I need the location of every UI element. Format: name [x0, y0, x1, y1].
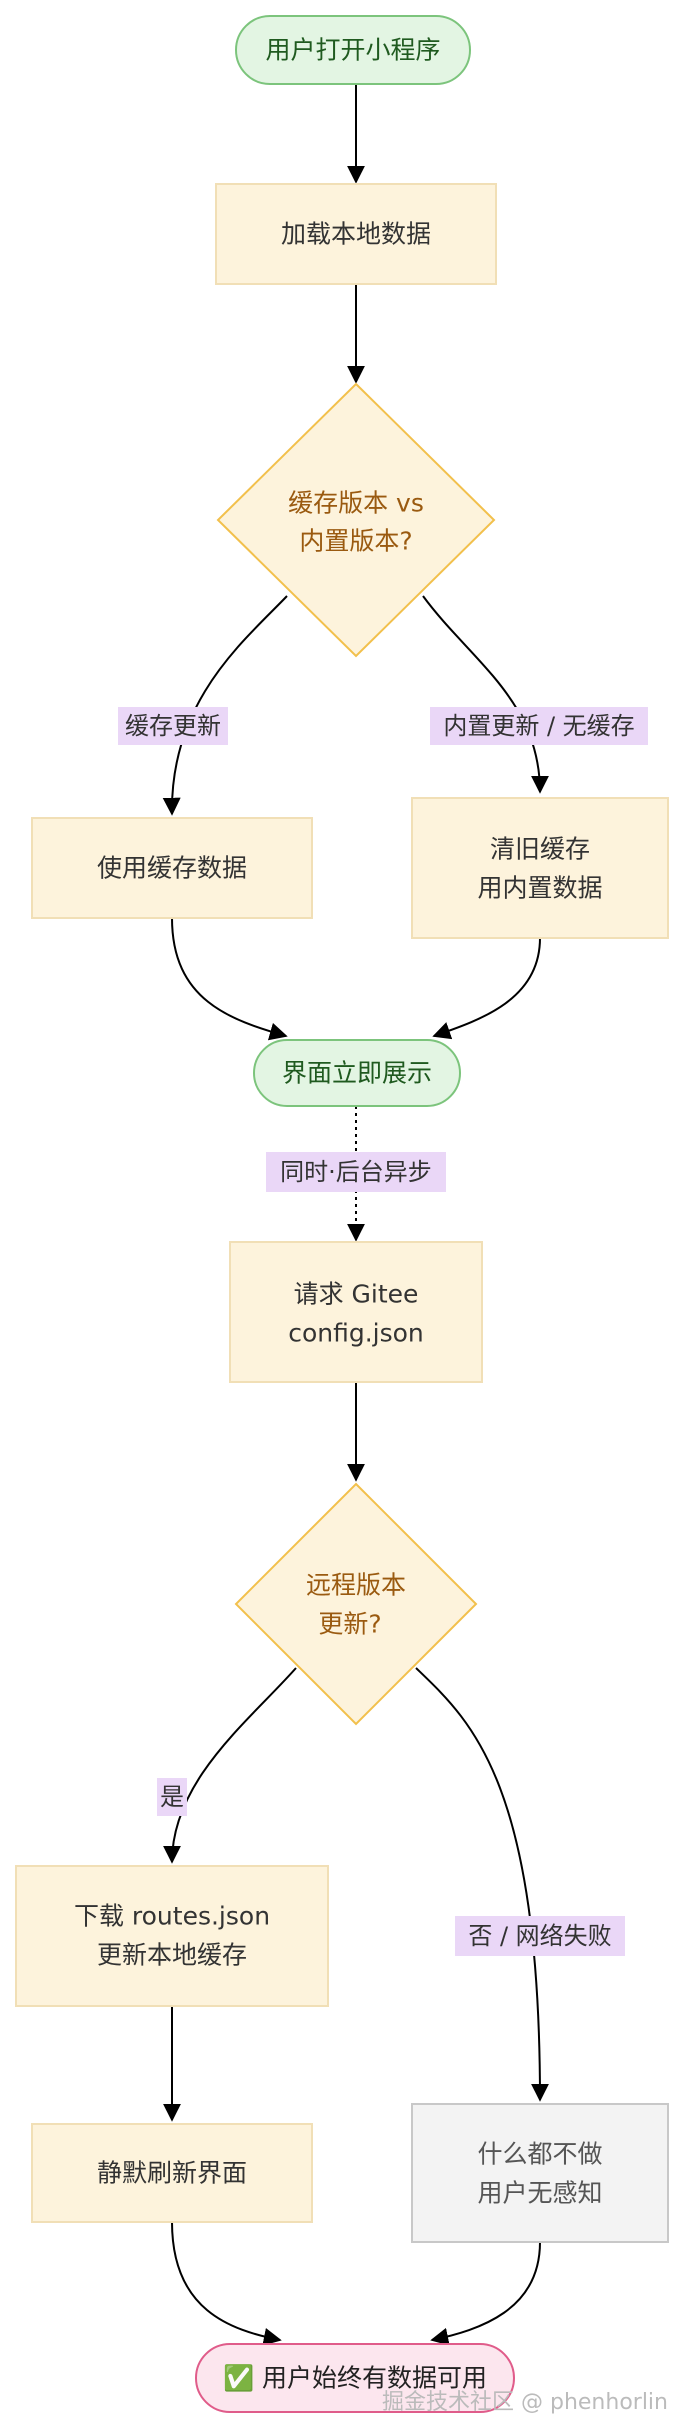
- decision-compare-line1: 缓存版本 vs: [288, 489, 424, 518]
- edge-compare-to-clear: [422, 595, 549, 794]
- edge-compare-to-usecache: [162, 595, 288, 816]
- watermark: 掘金技术社区 @ phenhorlin: [382, 2390, 668, 2415]
- node-end: ✅ 用户始终有数据可用: [195, 2343, 515, 2413]
- node-request-config: 请求 Gitee config.json: [229, 1241, 483, 1383]
- node-start: 用户打开小程序: [235, 15, 471, 85]
- node-show-ui-text: 界面立即展示: [282, 1059, 432, 1088]
- node-use-cache: 使用缓存数据: [31, 817, 313, 919]
- edge-label-yes: 是: [157, 1778, 187, 1816]
- node-nothing-line2: 用户无感知: [477, 2179, 602, 2208]
- node-show-ui: 界面立即展示: [253, 1039, 461, 1107]
- edge-label-builtin-newer: 内置更新 / 无缓存: [430, 707, 648, 745]
- node-download-line2: 更新本地缓存: [97, 1941, 247, 1970]
- decision-remote-version: 远程版本 更新?: [234, 1482, 478, 1726]
- node-clear-cache: 清旧缓存 用内置数据: [411, 797, 669, 939]
- node-load-local: 加载本地数据: [215, 183, 497, 285]
- edge-labels: 缓存更新 内置更新 / 无缓存 同时·后台异步 是 否 / 网络失败: [118, 707, 648, 1956]
- node-clear-line1: 清旧缓存: [490, 835, 590, 864]
- node-silent-refresh: 静默刷新界面: [31, 2123, 313, 2223]
- node-request-line1: 请求 Gitee: [294, 1280, 419, 1309]
- decision-remote-line2: 更新?: [318, 1610, 381, 1639]
- edge-label-cache-newer: 缓存更新: [118, 707, 228, 745]
- edge-clear-to-show: [432, 937, 541, 1040]
- decision-remote-line1: 远程版本: [306, 1571, 406, 1600]
- node-end-text: ✅ 用户始终有数据可用: [223, 2364, 487, 2393]
- edge-label-no: 否 / 网络失败: [455, 1916, 625, 1956]
- node-download-routes: 下载 routes.json 更新本地缓存: [15, 1865, 329, 2007]
- edge-nothing-to-end: [430, 2241, 541, 2346]
- edge-label-cache-newer-text: 缓存更新: [125, 712, 221, 740]
- edge-label-builtin-newer-text: 内置更新 / 无缓存: [443, 712, 634, 740]
- node-start-text: 用户打开小程序: [265, 36, 440, 65]
- edges: [162, 84, 549, 2346]
- edge-usecache-to-show: [171, 917, 288, 1041]
- edge-label-no-text: 否 / 网络失败: [468, 1922, 611, 1950]
- node-load-local-text: 加载本地数据: [281, 220, 431, 249]
- edge-refresh-to-end: [171, 2221, 282, 2346]
- edge-label-yes-text: 是: [160, 1783, 184, 1811]
- node-use-cache-text: 使用缓存数据: [97, 854, 247, 883]
- node-download-line1: 下载 routes.json: [74, 1902, 270, 1931]
- edge-remote-to-download: [163, 1667, 297, 1864]
- decision-compare-version: 缓存版本 vs 内置版本?: [216, 382, 496, 658]
- node-request-line2: config.json: [288, 1319, 424, 1348]
- edge-remote-to-nothing: [415, 1667, 549, 2102]
- edge-label-async-text: 同时·后台异步: [280, 1158, 432, 1186]
- node-silent-refresh-text: 静默刷新界面: [97, 2159, 247, 2188]
- node-do-nothing: 什么都不做 用户无感知: [411, 2103, 669, 2243]
- decision-compare-line2: 内置版本?: [299, 527, 412, 556]
- edge-label-async: 同时·后台异步: [266, 1152, 446, 1192]
- node-nothing-line1: 什么都不做: [477, 2140, 602, 2169]
- node-clear-line2: 用内置数据: [477, 874, 602, 903]
